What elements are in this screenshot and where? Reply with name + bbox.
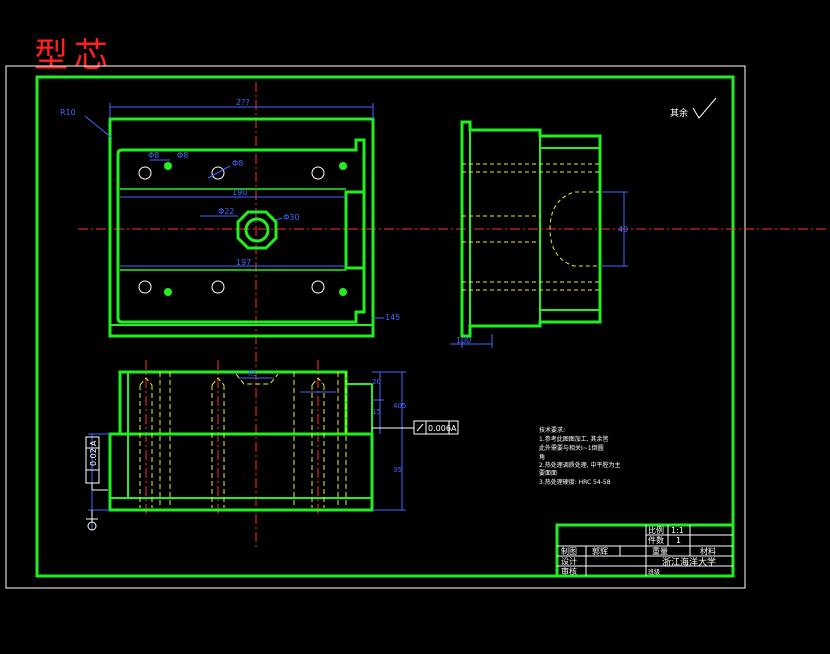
tb-qty-label: 件数 (648, 535, 664, 545)
dim-front-lower: 35 (393, 466, 402, 474)
notes-line4: 2.热处理调质处理, 中平腔为主 (539, 461, 621, 469)
front-view: 20 15 405 35 R5 (86, 370, 406, 531)
notes-line5: 要面面 (539, 470, 557, 477)
tb-material-label: 材料 (700, 546, 716, 556)
notes-line3: 角 (539, 453, 545, 461)
notes-line1: 1.参考此图图加工, 其余皆 (539, 435, 609, 443)
top-dim-lines (84, 103, 384, 319)
tb-scale-label: 比例 (648, 525, 664, 535)
notes-heading: 技术要求: (539, 426, 565, 434)
inner-frame (35, 75, 735, 578)
dim-span-lower: 197 (236, 258, 251, 267)
dim-hole-c: Φ8 (232, 159, 243, 168)
perpendicularity-frame (85, 436, 108, 491)
dim-hole-a: Φ8 (148, 151, 159, 160)
title-block: 比例 1:1 件数 1 重量 材料 制图 郭辉 设计 审核 浙江海洋大学 班级 (555, 523, 735, 578)
dim-bore-outer: Φ30 (283, 213, 299, 222)
tb-class: 班级 (648, 568, 660, 576)
dim-r-corner: R10 (60, 108, 76, 117)
outer-frame (5, 65, 746, 589)
pin-holes (164, 162, 347, 296)
roughness-label: 其余 (670, 107, 688, 119)
dim-bore-inner: Φ22 (218, 207, 234, 216)
dim-front-total: 405 (393, 402, 406, 410)
flatness-value: 0.006 (428, 424, 451, 433)
top-holes (138, 166, 325, 294)
dim-right-small: R5 (248, 370, 257, 378)
side-view: 40 100 (450, 120, 628, 348)
notes-line6: 3.热处理硬度: HRC 54-58 (539, 478, 611, 486)
dim-depth-right: 145 (385, 313, 400, 322)
tb-scale-value: 1:1 (671, 526, 684, 535)
top-view: 2?? R10 Φ8 Φ8 Φ8 190 197 Φ22 Φ30 145 (60, 98, 400, 338)
dim-side-height: 40 (618, 225, 628, 234)
tb-drawn-name: 郭辉 (592, 546, 608, 556)
perpendicularity-datum: A (89, 440, 98, 446)
dim-front-h2: 15 (372, 408, 381, 416)
tb-weight-label: 重量 (652, 546, 668, 556)
flatness-frame (372, 420, 459, 435)
tb-design-label: 设计 (561, 556, 577, 566)
central-bore (236, 210, 278, 250)
dim-top-width: 2?? (236, 98, 250, 107)
centerlines (78, 82, 826, 548)
dim-front-h1: 20 (372, 378, 381, 386)
notes-line2: 此外需要与相关I~1倒圆 (539, 444, 604, 452)
dim-span-inner: 190 (232, 188, 247, 197)
tb-drawn-label: 制图 (561, 546, 577, 556)
tech-notes: 技术要求: 1.参考此图图加工, 其余皆 此外需要与相关I~1倒圆 角 2.热处… (539, 426, 621, 486)
dim-hole-b: Φ8 (177, 151, 188, 160)
tb-qty-value: 1 (676, 536, 681, 545)
tb-check-label: 审核 (561, 566, 577, 576)
drawing-title: 型芯 (34, 36, 114, 76)
dim-side-offset: 100 (456, 336, 471, 345)
tb-school: 浙江海洋大学 (662, 556, 716, 568)
datum-symbol (86, 510, 98, 531)
roughness-symbol (692, 97, 717, 119)
perpendicularity-value: 0.02 (89, 448, 98, 466)
flatness-datum: A (451, 424, 457, 433)
